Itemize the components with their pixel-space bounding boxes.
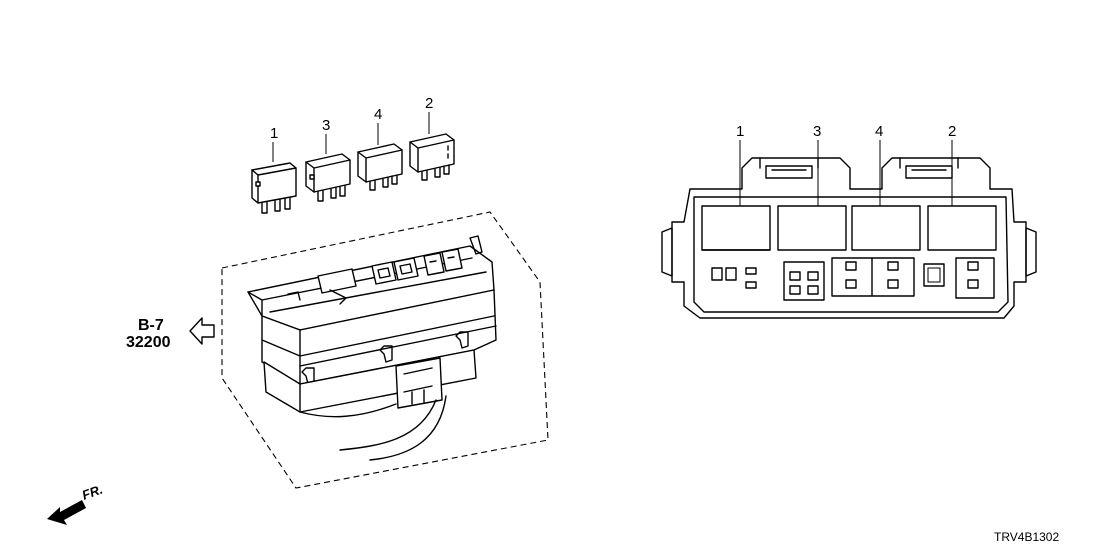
slot-4-label: 4 <box>875 123 883 140</box>
relay-2[interactable]: 2 <box>409 95 455 181</box>
terminal-group-2 <box>783 261 825 301</box>
relay-3-label: 3 <box>322 117 330 134</box>
terminal-group-1 <box>711 267 757 289</box>
relay-1-label: 1 <box>270 125 278 142</box>
diagram-code: TRV4B1302 <box>994 530 1059 544</box>
slot-1-label: 1 <box>736 123 744 140</box>
relay-1[interactable]: 1 <box>251 125 297 214</box>
section-reference[interactable]: B-7 32200 <box>126 317 215 351</box>
slot-3[interactable]: 3 <box>777 123 847 251</box>
slot-3-label: 3 <box>813 123 821 140</box>
slot-2-label: 2 <box>948 123 956 140</box>
relay-4[interactable]: 4 <box>357 106 403 191</box>
relay-3[interactable]: 3 <box>305 117 351 202</box>
front-label: FR. <box>80 482 105 503</box>
front-arrow-icon <box>47 500 86 525</box>
relay-4-label: 4 <box>374 106 382 123</box>
relay-2-label: 2 <box>425 95 433 112</box>
front-indicator: FR. <box>47 482 105 525</box>
reference-section: B-7 <box>138 317 164 334</box>
slot-4[interactable]: 4 <box>851 123 921 251</box>
terminal-group-5 <box>955 257 995 299</box>
reference-part-number: 32200 <box>126 334 171 351</box>
slot-2[interactable]: 2 <box>927 123 997 251</box>
slot-1[interactable]: 1 <box>701 123 771 251</box>
fuse-box-assembly[interactable] <box>221 211 549 489</box>
terminal-group-3 <box>831 257 915 297</box>
relay-box-top-view[interactable]: 1 3 4 2 <box>661 123 1037 319</box>
terminal-group-4 <box>923 263 945 287</box>
reference-arrow-icon <box>189 317 215 345</box>
